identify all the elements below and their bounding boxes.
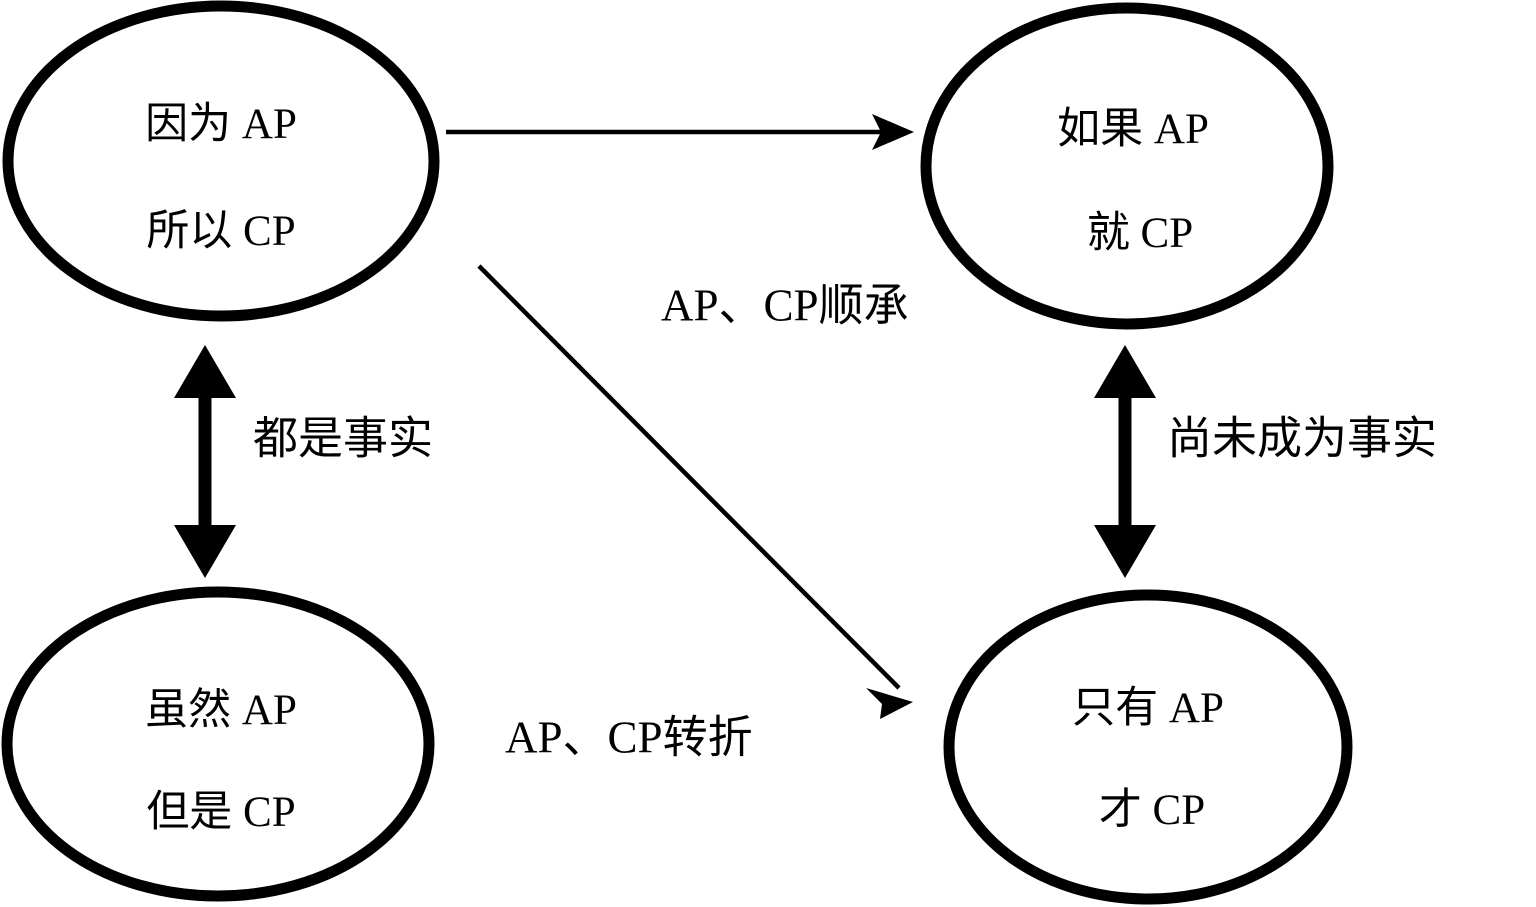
node-only-then-line2: 才 CP <box>1099 787 1205 834</box>
edge-top-horizontal-arrowhead <box>872 114 914 150</box>
edge-left-vertical-arrowhead-down <box>174 525 236 578</box>
edge-diagonal <box>477 264 913 719</box>
node-only-then-ellipse[interactable] <box>943 589 1353 905</box>
node-because-so-line1: 因为 AP <box>145 101 297 148</box>
node-although-but[interactable]: 虽然 AP 但是 CP <box>1 586 435 902</box>
node-only-then-line1: 只有 AP <box>1072 685 1224 732</box>
node-because-so[interactable]: 因为 AP 所以 CP <box>2 0 440 322</box>
edge-diagonal-shaft <box>477 264 901 690</box>
edge-right-vertical-arrowhead-down <box>1094 525 1156 578</box>
edge-left-vertical-arrowhead-up <box>174 345 236 398</box>
edge-right-vertical <box>1094 345 1156 578</box>
edge-label-right-vertical: 尚未成为事实 <box>1167 413 1437 463</box>
node-if-then-line2: 就 CP <box>1087 210 1193 257</box>
node-although-but-line1: 虽然 AP <box>145 686 297 734</box>
edge-diagonal-arrowhead <box>866 688 913 719</box>
edge-label-top-horizontal: AP、CP顺承 <box>661 280 909 330</box>
edge-label-left-vertical: 都是事实 <box>253 413 433 463</box>
node-because-so-line2: 所以 CP <box>146 208 295 255</box>
node-if-then-ellipse[interactable] <box>920 2 1334 330</box>
node-only-then[interactable]: 只有 AP 才 CP <box>943 589 1353 905</box>
edge-label-diagonal: AP、CP转折 <box>505 712 753 762</box>
edge-left-vertical <box>174 345 236 578</box>
node-if-then-line1: 如果 AP <box>1057 106 1209 153</box>
node-although-but-line2: 但是 CP <box>146 789 295 836</box>
node-if-then[interactable]: 如果 AP 就 CP <box>920 2 1334 330</box>
node-although-but-ellipse[interactable] <box>1 586 435 902</box>
edge-top-horizontal <box>446 114 914 150</box>
edge-right-vertical-arrowhead-up <box>1094 345 1156 398</box>
node-because-so-ellipse[interactable] <box>2 0 440 322</box>
